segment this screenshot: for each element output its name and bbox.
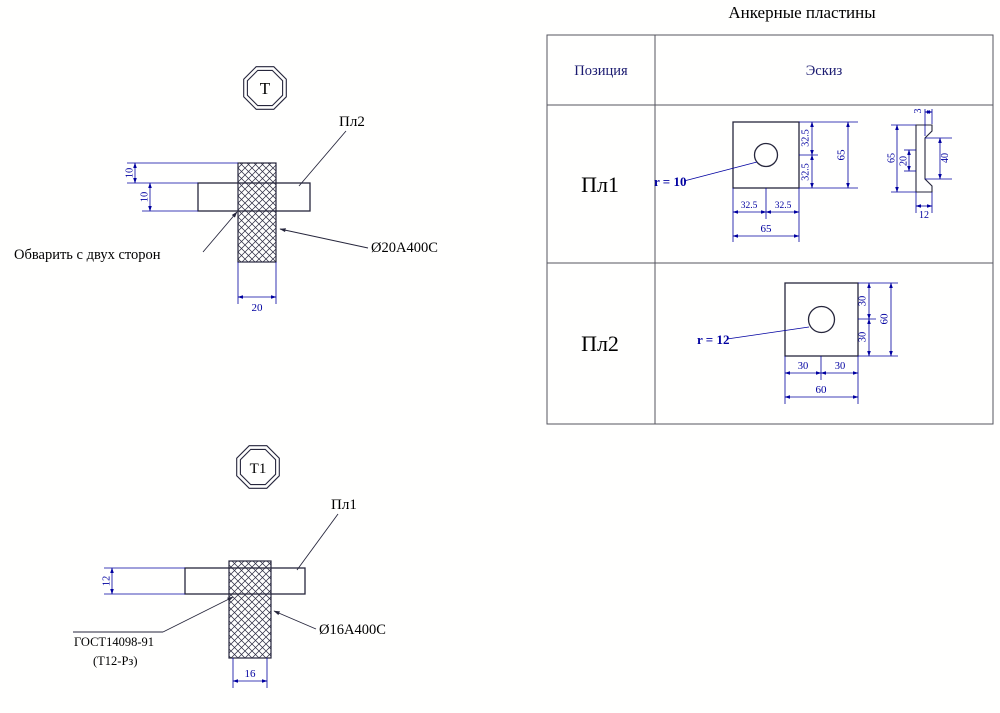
plate-label: Пл2 xyxy=(339,114,365,130)
row-pl2-position: Пл2 xyxy=(581,331,619,356)
detail-t1-dimensions: 12 16 xyxy=(102,567,268,688)
pl2-dim-bottom-total: 60 xyxy=(816,384,828,396)
leader-arrow xyxy=(162,596,234,633)
leader-arrow xyxy=(273,610,317,630)
pl2-dim-right-b: 30 xyxy=(858,332,869,343)
table-border xyxy=(546,34,994,425)
pl1-hole xyxy=(753,142,779,168)
pl2-bottom-dims: 30 30 60 xyxy=(784,356,859,404)
weld-note: Обварить с двух сторон xyxy=(14,247,161,263)
pl1-side-view: 3 65 20 40 12 xyxy=(887,109,952,221)
pl1-side-dim-thickness: 12 xyxy=(919,210,929,221)
pl1-side-dims: 3 65 20 40 12 xyxy=(887,109,952,221)
plate-callout: Пл2 xyxy=(298,114,365,187)
rebar-bar xyxy=(237,162,277,263)
detail-t1-marker-octagon: Т1 xyxy=(236,445,280,489)
page-title: Анкерные пластины xyxy=(728,3,876,22)
detail-t1: Т1 Пл1 ГОСТ14098-91 (Т12-Рз) Ø16А400С 12 xyxy=(73,445,386,688)
bar-spec-callout: Ø20А400С xyxy=(279,228,438,256)
plate-label: Пл1 xyxy=(331,497,357,513)
radius-leader xyxy=(726,326,810,340)
row-pl1-position: Пл1 xyxy=(581,172,619,197)
pl1-bottom-dims: 32.5 32.5 65 xyxy=(732,188,800,242)
pl2-right-dims: 30 30 60 xyxy=(858,282,898,357)
pl1-dim-right-a: 32.5 xyxy=(801,129,812,147)
detail-t-marker-octagon: Т xyxy=(243,66,287,110)
header-position: Позиция xyxy=(574,63,628,79)
pl1-dim-right-b: 32.5 xyxy=(801,163,812,181)
pl1-right-dims: 32.5 32.5 65 xyxy=(799,121,858,189)
bar-spec: Ø20А400С xyxy=(371,240,438,256)
dim-offset: 10 xyxy=(125,168,136,179)
pl1-side-dim-span: 40 xyxy=(940,153,951,163)
leader-line xyxy=(296,513,339,571)
radius-leader xyxy=(683,161,758,182)
detail-t-dimensions: 10 10 20 xyxy=(125,162,277,314)
bar-spec: Ø16А400С xyxy=(319,622,386,638)
pl1-radius-label: r = 10 xyxy=(654,174,686,189)
pl2-hole xyxy=(807,305,836,334)
header-sketch: Эскиз xyxy=(806,63,843,79)
pl2-radius-label: r = 12 xyxy=(697,332,729,347)
plate-callout: Пл1 xyxy=(296,497,357,571)
octagon-outer xyxy=(236,445,280,489)
anchor-plate xyxy=(184,567,306,595)
pl1-side-dim-height: 65 xyxy=(887,153,898,163)
detail-t: Т Пл2 Обварить с двух сторон Ø20А400С 10… xyxy=(14,66,438,314)
octagon-outer xyxy=(243,66,287,110)
dim-thickness: 12 xyxy=(102,576,113,587)
anchor-plate xyxy=(197,182,311,212)
pl2-dim-right-a: 30 xyxy=(858,296,869,307)
octagon-inner xyxy=(239,448,277,486)
dim-thickness: 10 xyxy=(140,192,151,203)
pl1-dim-right-total: 65 xyxy=(836,149,848,161)
pl2-plate-outline xyxy=(784,282,859,357)
leader-line xyxy=(298,130,347,187)
leader-arrow xyxy=(202,211,238,253)
detail-t-marker-label: Т xyxy=(260,79,271,98)
dim-bar-diameter: 20 xyxy=(252,302,264,314)
octagon-inner xyxy=(246,69,284,107)
detail-t1-marker-label: Т1 xyxy=(250,461,267,477)
rebar-bar xyxy=(228,560,272,659)
pl1-sketch: r = 10 32.5 32.5 65 32.5 32.5 65 xyxy=(654,121,858,242)
pl1-dim-bottom-total: 65 xyxy=(761,223,773,235)
pl1-plate-outline xyxy=(732,121,800,189)
pl1-side-profile xyxy=(915,124,933,193)
pl1-side-dim-inner: 20 xyxy=(899,156,910,166)
plates-table: Позиция Эскиз Пл1 Пл2 xyxy=(546,34,994,425)
pl1-dim-bottom-b: 32.5 xyxy=(775,201,792,211)
weld-note-callout: Обварить с двух сторон xyxy=(14,211,238,263)
pl2-dim-right-total: 60 xyxy=(879,313,891,325)
leader-arrow xyxy=(279,228,369,249)
gost-sub-label: (Т12-Рз) xyxy=(93,654,138,668)
pl2-sketch: r = 12 30 30 60 30 30 60 xyxy=(697,282,898,404)
dim-bar-diameter: 16 xyxy=(245,668,257,680)
gost-callout: ГОСТ14098-91 (Т12-Рз) xyxy=(73,596,234,668)
pl1-side-dim-top: 3 xyxy=(913,109,924,114)
bar-spec-callout: Ø16А400С xyxy=(273,610,386,638)
pl1-dim-bottom-a: 32.5 xyxy=(741,201,758,211)
pl2-dim-bottom-a: 30 xyxy=(798,361,809,372)
pl2-dim-bottom-b: 30 xyxy=(835,361,846,372)
gost-label: ГОСТ14098-91 xyxy=(74,635,154,649)
